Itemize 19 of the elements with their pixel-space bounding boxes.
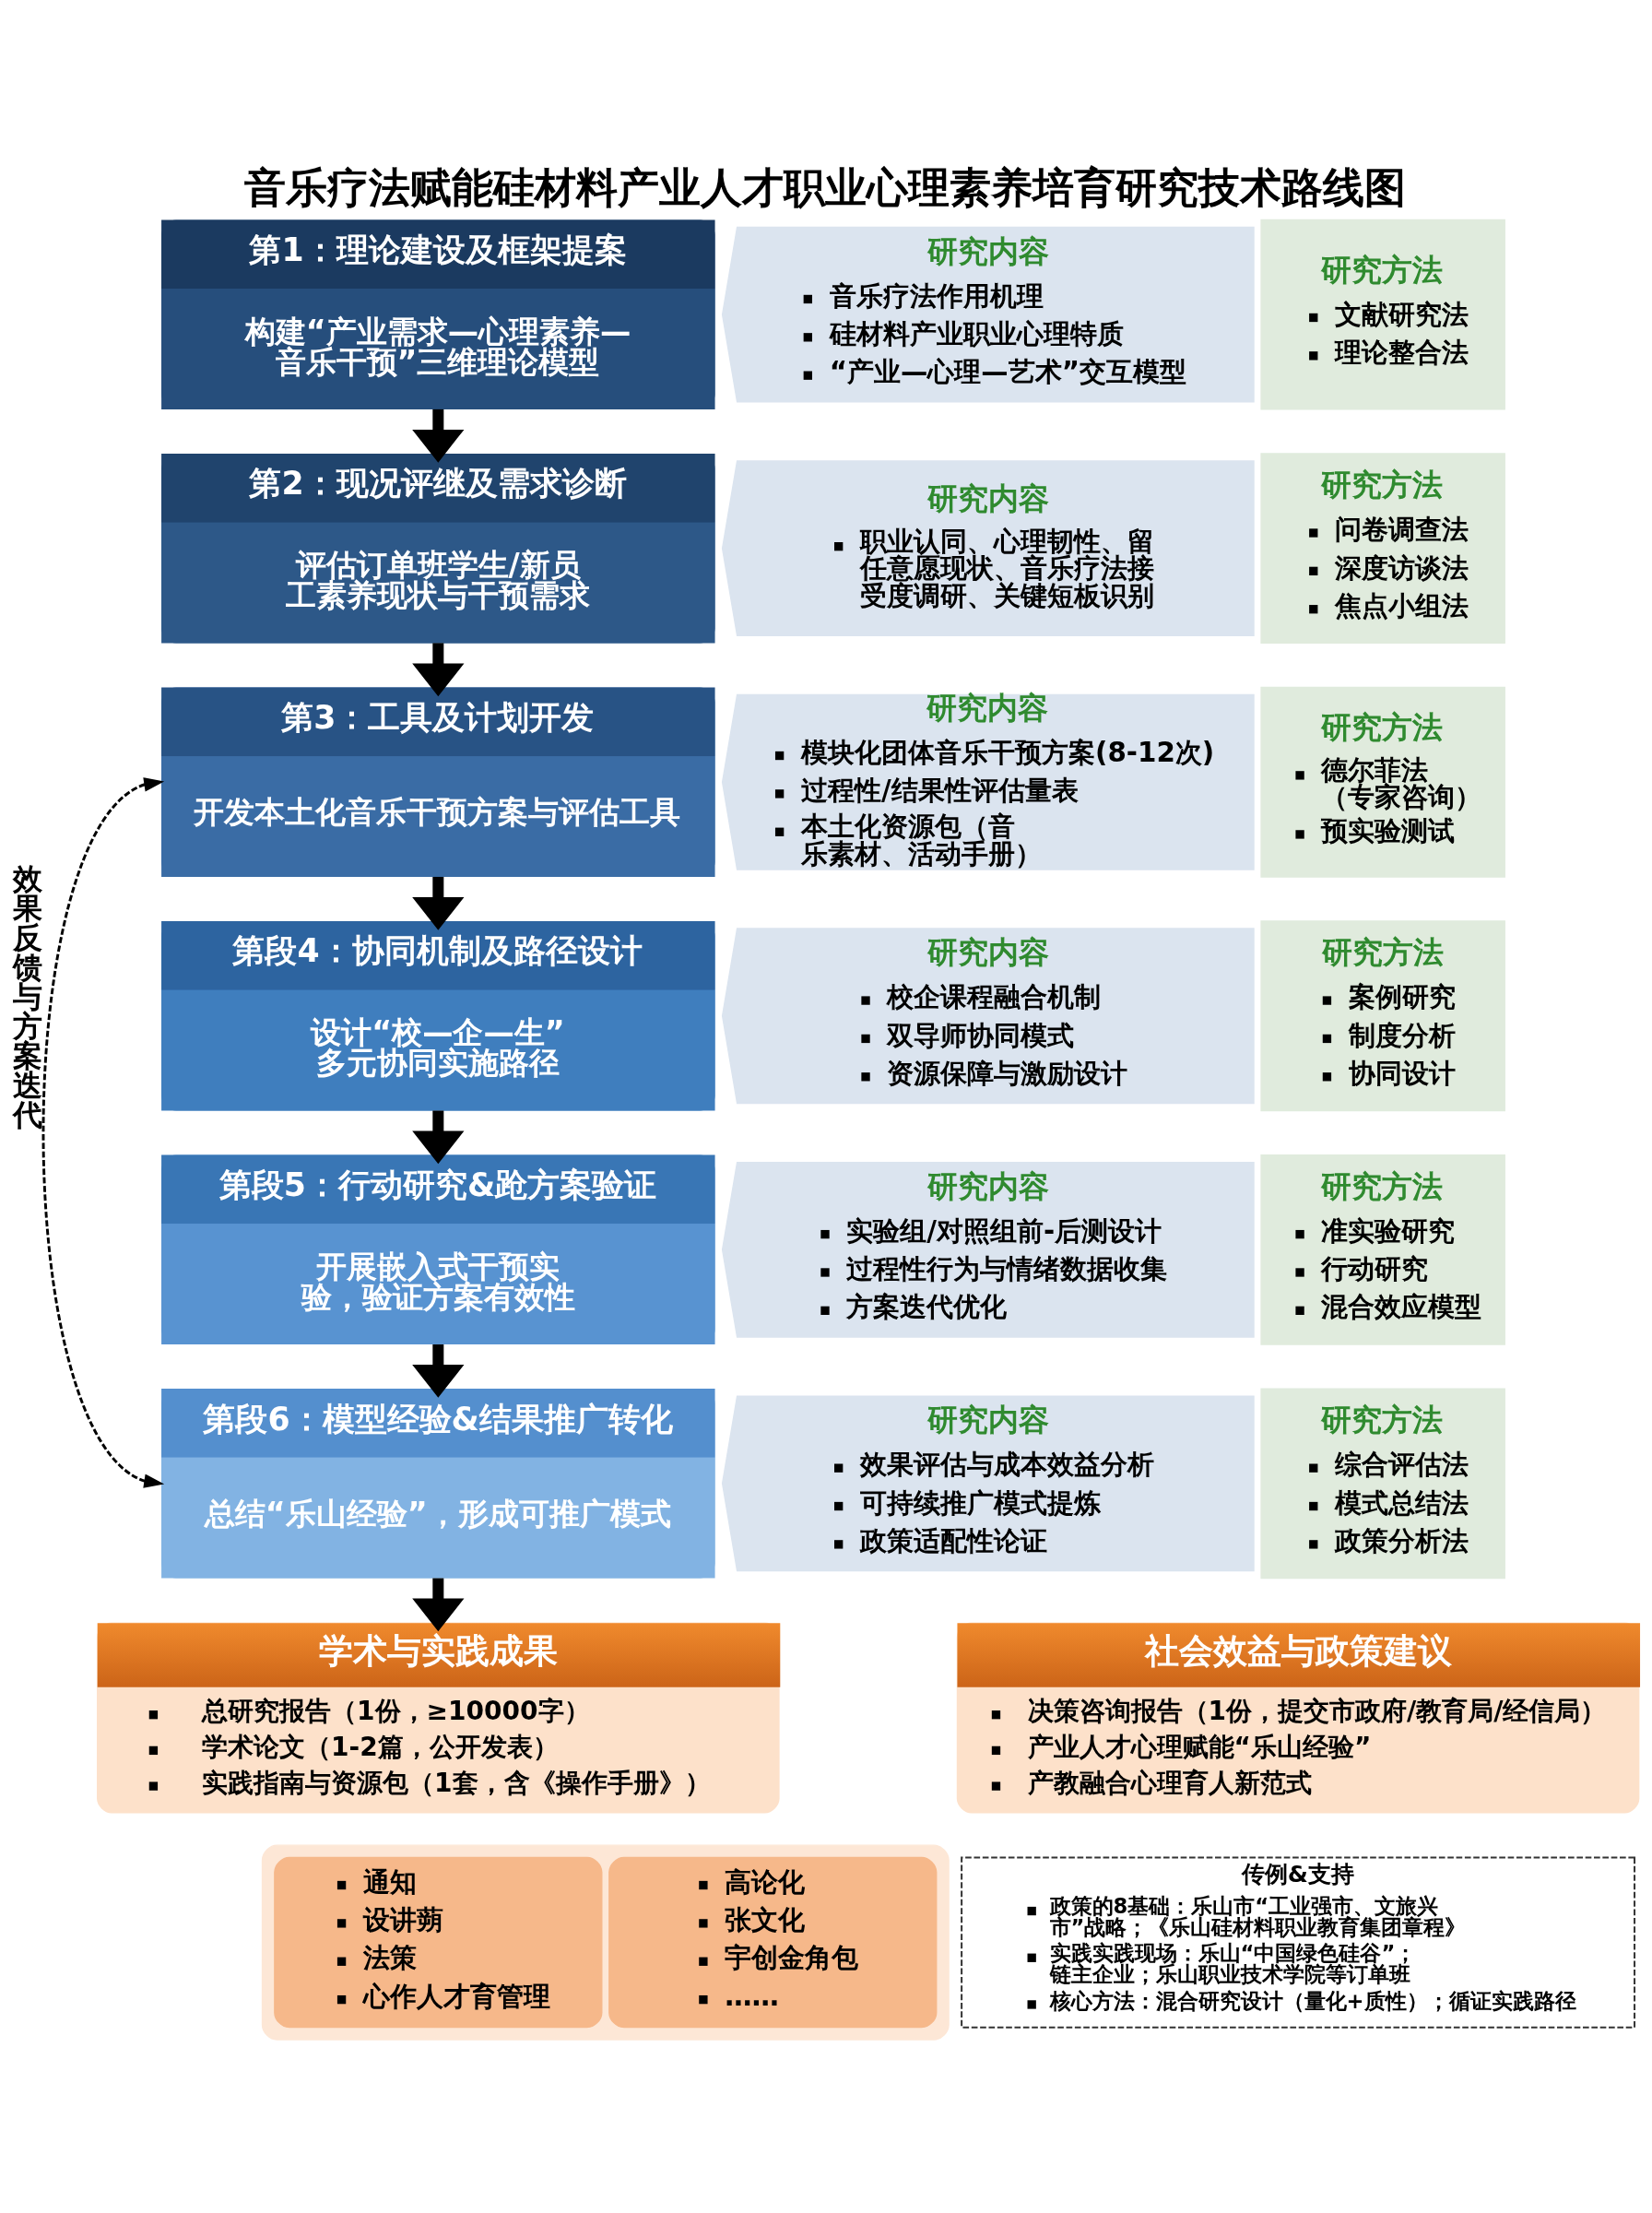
node-box: 通知 设讲蒴 法策 心作人才育管理 bbox=[274, 1856, 603, 2028]
arrow bbox=[412, 876, 465, 930]
arrow bbox=[412, 1343, 465, 1398]
node-box: 研究方法 德尔菲法（专家咨询） 预实验测试 bbox=[1260, 686, 1505, 878]
arrow bbox=[412, 408, 465, 463]
node-box: 高论化 张文化 宇创金角包 …… bbox=[608, 1856, 938, 2028]
arrow bbox=[41, 776, 165, 1488]
node-box: 研究方法 问卷调查法 深度访谈法 焦点小组法 bbox=[1260, 452, 1505, 644]
diagram-title: 音乐疗法赋能硅材料产业人才职业心理素养培育研究技术路线图 bbox=[243, 162, 1406, 212]
node-box: 研究方法 案例研究 制度分析 协同设计 bbox=[1260, 919, 1505, 1111]
arrow bbox=[412, 1110, 465, 1164]
arrow bbox=[412, 1578, 465, 1631]
node-box: 研究方法 文献研究法 理论整合法 bbox=[1260, 219, 1505, 410]
node-box: 研究方法 准实验研究 行动研究 混合效应模型 bbox=[1260, 1154, 1505, 1345]
arrow bbox=[412, 642, 465, 696]
node-box: 研究方法 综合评估法 模式总结法 政策分析法 bbox=[1260, 1387, 1505, 1579]
node-box: 传例&支持 政策的8基础：乐山市“工业强市、文旅兴市”战略；《乐山硅材料职业教育集团章程》 实践实践现场：乐山“中国绿色硅谷”；链主企业；乐山职业技术学院等订单班 核心方法：混合研究设计（量化+质性）；循证实践路径 bbox=[961, 1856, 1636, 2029]
cluster bbox=[261, 1844, 950, 2041]
edge-label: 效果反馈与方案迭代 bbox=[12, 860, 42, 1132]
